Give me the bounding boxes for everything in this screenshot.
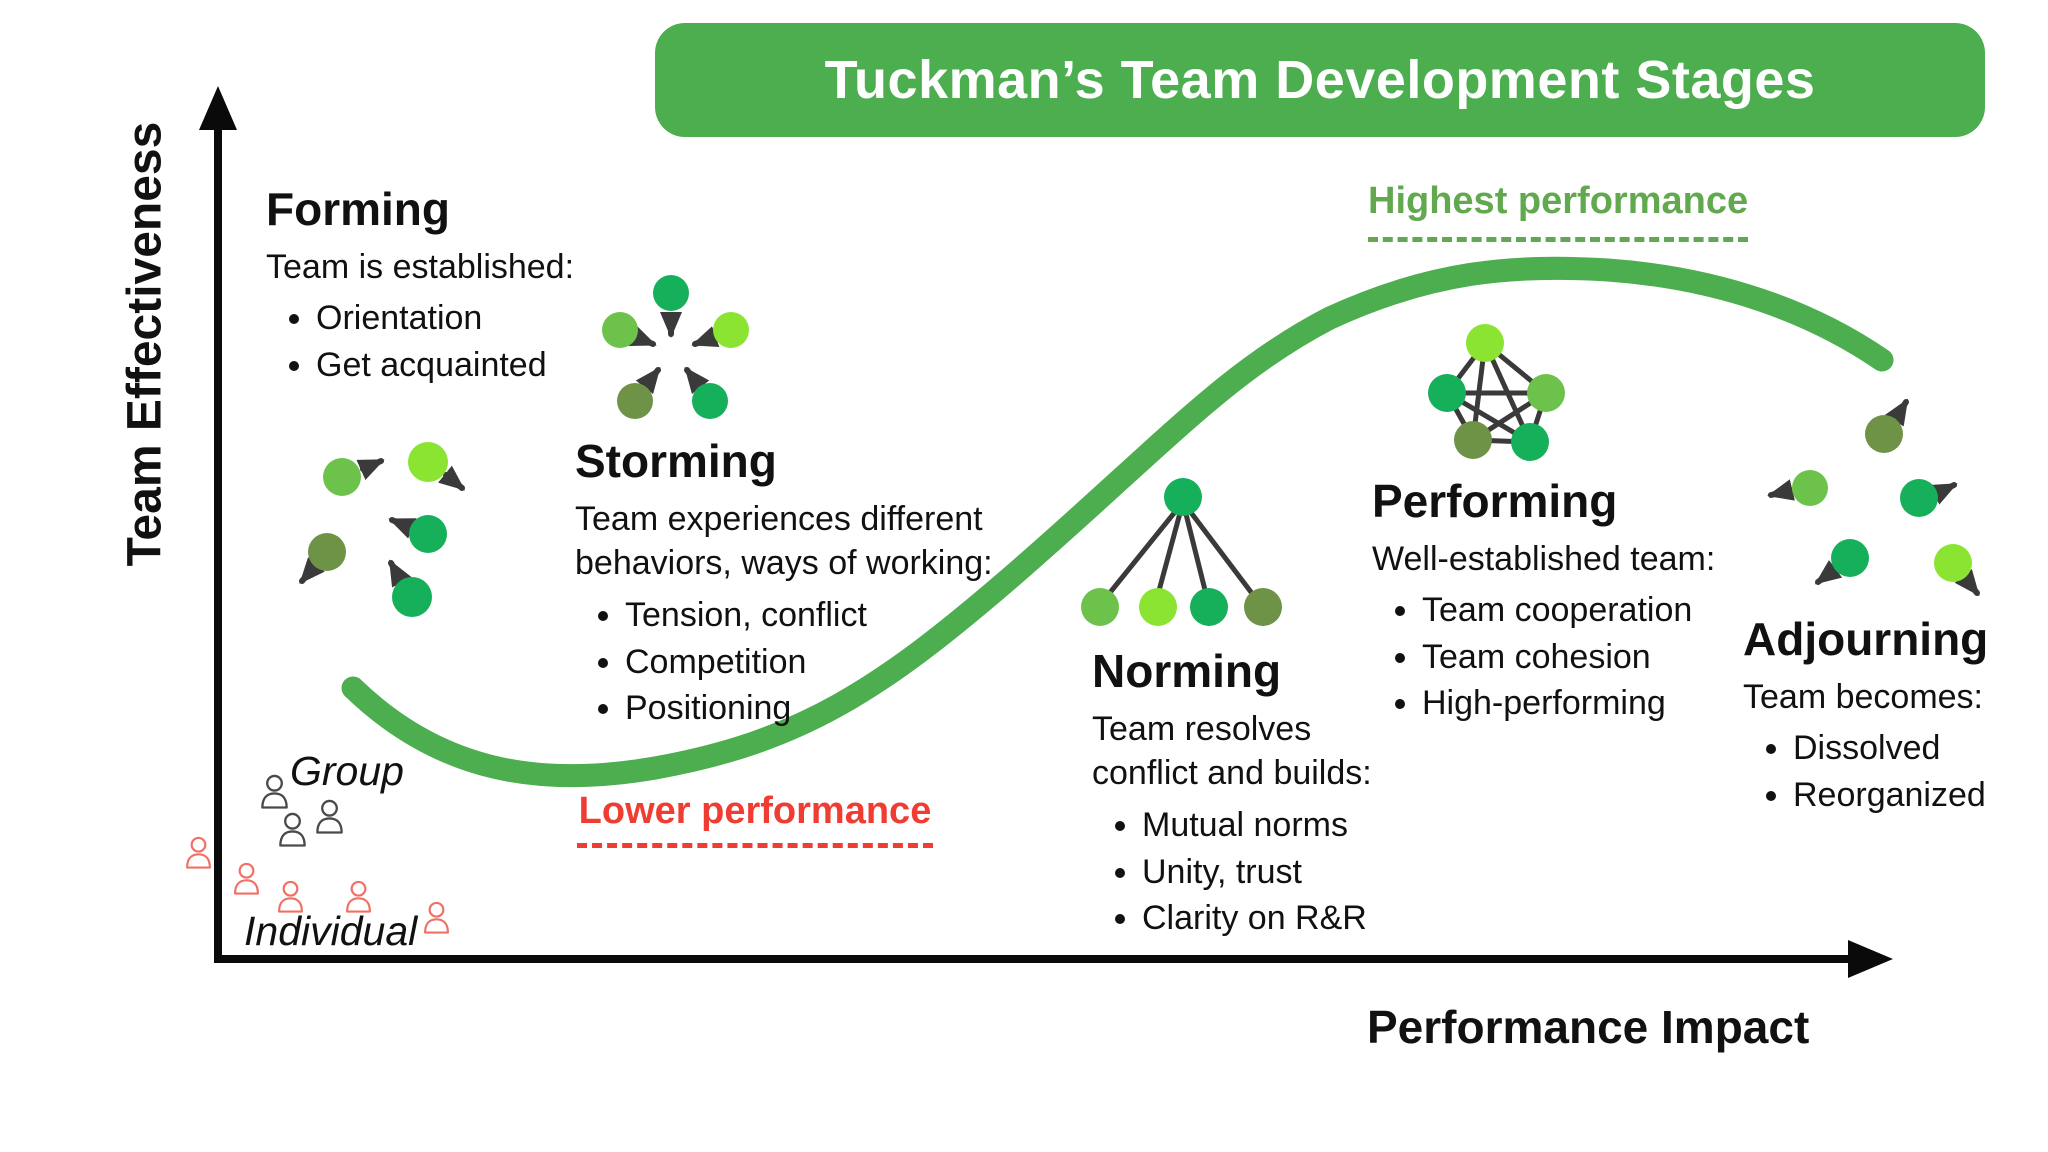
stage-norming-bullets: Mutual norms Unity, trust Clarity on R&R bbox=[1092, 802, 1372, 941]
bullet-item: Competition bbox=[625, 639, 993, 685]
bullet-item: Team cohesion bbox=[1422, 634, 1715, 680]
bullet-item: Clarity on R&R bbox=[1142, 895, 1372, 941]
y-axis bbox=[199, 86, 237, 960]
forming-icon bbox=[299, 442, 466, 617]
x-axis bbox=[214, 940, 1893, 978]
bullet-item: Mutual norms bbox=[1142, 802, 1372, 848]
stage-storming: Storming Team experiences different beha… bbox=[575, 436, 993, 731]
stage-adjourning-intro: Team becomes: bbox=[1743, 677, 1983, 716]
page-title: Tuckman’s Team Development Stages bbox=[824, 50, 1816, 110]
y-axis-label: Team Effectiveness bbox=[118, 121, 172, 567]
stage-adjourning: Adjourning Team becomes: Dissolved Reorg… bbox=[1743, 614, 1988, 818]
stage-performing-bullets: Team cooperation Team cohesion High-perf… bbox=[1372, 587, 1715, 726]
stage-forming-title: Forming bbox=[266, 183, 450, 235]
bullet-item: Team cooperation bbox=[1422, 587, 1715, 633]
x-axis-label: Performance Impact bbox=[1367, 1001, 1810, 1053]
stage-storming-bullets: Tension, conflict Competition Positionin… bbox=[575, 592, 993, 731]
stage-norming-title: Norming bbox=[1092, 645, 1282, 697]
stage-forming-intro: Team is established: bbox=[266, 247, 575, 286]
stage-performing-intro: Well-established team: bbox=[1372, 539, 1716, 578]
bullet-item: Dissolved bbox=[1793, 725, 1988, 771]
bullet-item: Positioning bbox=[625, 685, 993, 731]
bullet-item: Reorganized bbox=[1793, 772, 1988, 818]
stage-storming-intro-line2: behaviors, ways of working: bbox=[575, 544, 993, 583]
bullet-item: Unity, trust bbox=[1142, 849, 1372, 895]
performing-icon bbox=[1428, 324, 1565, 461]
group-label: Group bbox=[290, 748, 404, 794]
stage-forming-bullets: Orientation Get acquainted bbox=[266, 295, 574, 387]
bullet-item: Tension, conflict bbox=[625, 592, 993, 638]
adjourning-icon bbox=[1767, 398, 1980, 597]
bullet-item: High-performing bbox=[1422, 680, 1715, 726]
norming-icon bbox=[1081, 478, 1282, 626]
individual-label: Individual bbox=[244, 908, 418, 954]
stage-forming: Forming Team is established: Orientation… bbox=[266, 184, 574, 388]
stage-storming-title: Storming bbox=[575, 435, 777, 487]
bullet-item: Orientation bbox=[316, 295, 574, 341]
stage-norming-intro-line1: Team resolves bbox=[1092, 709, 1312, 748]
storming-icon bbox=[602, 275, 749, 419]
stage-adjourning-title: Adjourning bbox=[1743, 613, 1989, 665]
stage-performing-title: Performing bbox=[1372, 475, 1618, 527]
growth-curve bbox=[341, 256, 1894, 788]
stage-norming: Norming Team resolves conflict and build… bbox=[1092, 646, 1372, 941]
stage-norming-intro-line2: conflict and builds: bbox=[1092, 754, 1372, 793]
lower-performance-label: Lower performance bbox=[577, 790, 933, 848]
highest-performance-label: Highest performance bbox=[1368, 180, 1749, 242]
stage-storming-intro-line1: Team experiences different bbox=[575, 499, 983, 538]
stage-performing: Performing Well-established team: Team c… bbox=[1372, 476, 1715, 726]
title-banner: Tuckman’s Team Development Stages bbox=[655, 23, 1985, 137]
stage-adjourning-bullets: Dissolved Reorganized bbox=[1743, 725, 1988, 817]
bullet-item: Get acquainted bbox=[316, 342, 574, 388]
